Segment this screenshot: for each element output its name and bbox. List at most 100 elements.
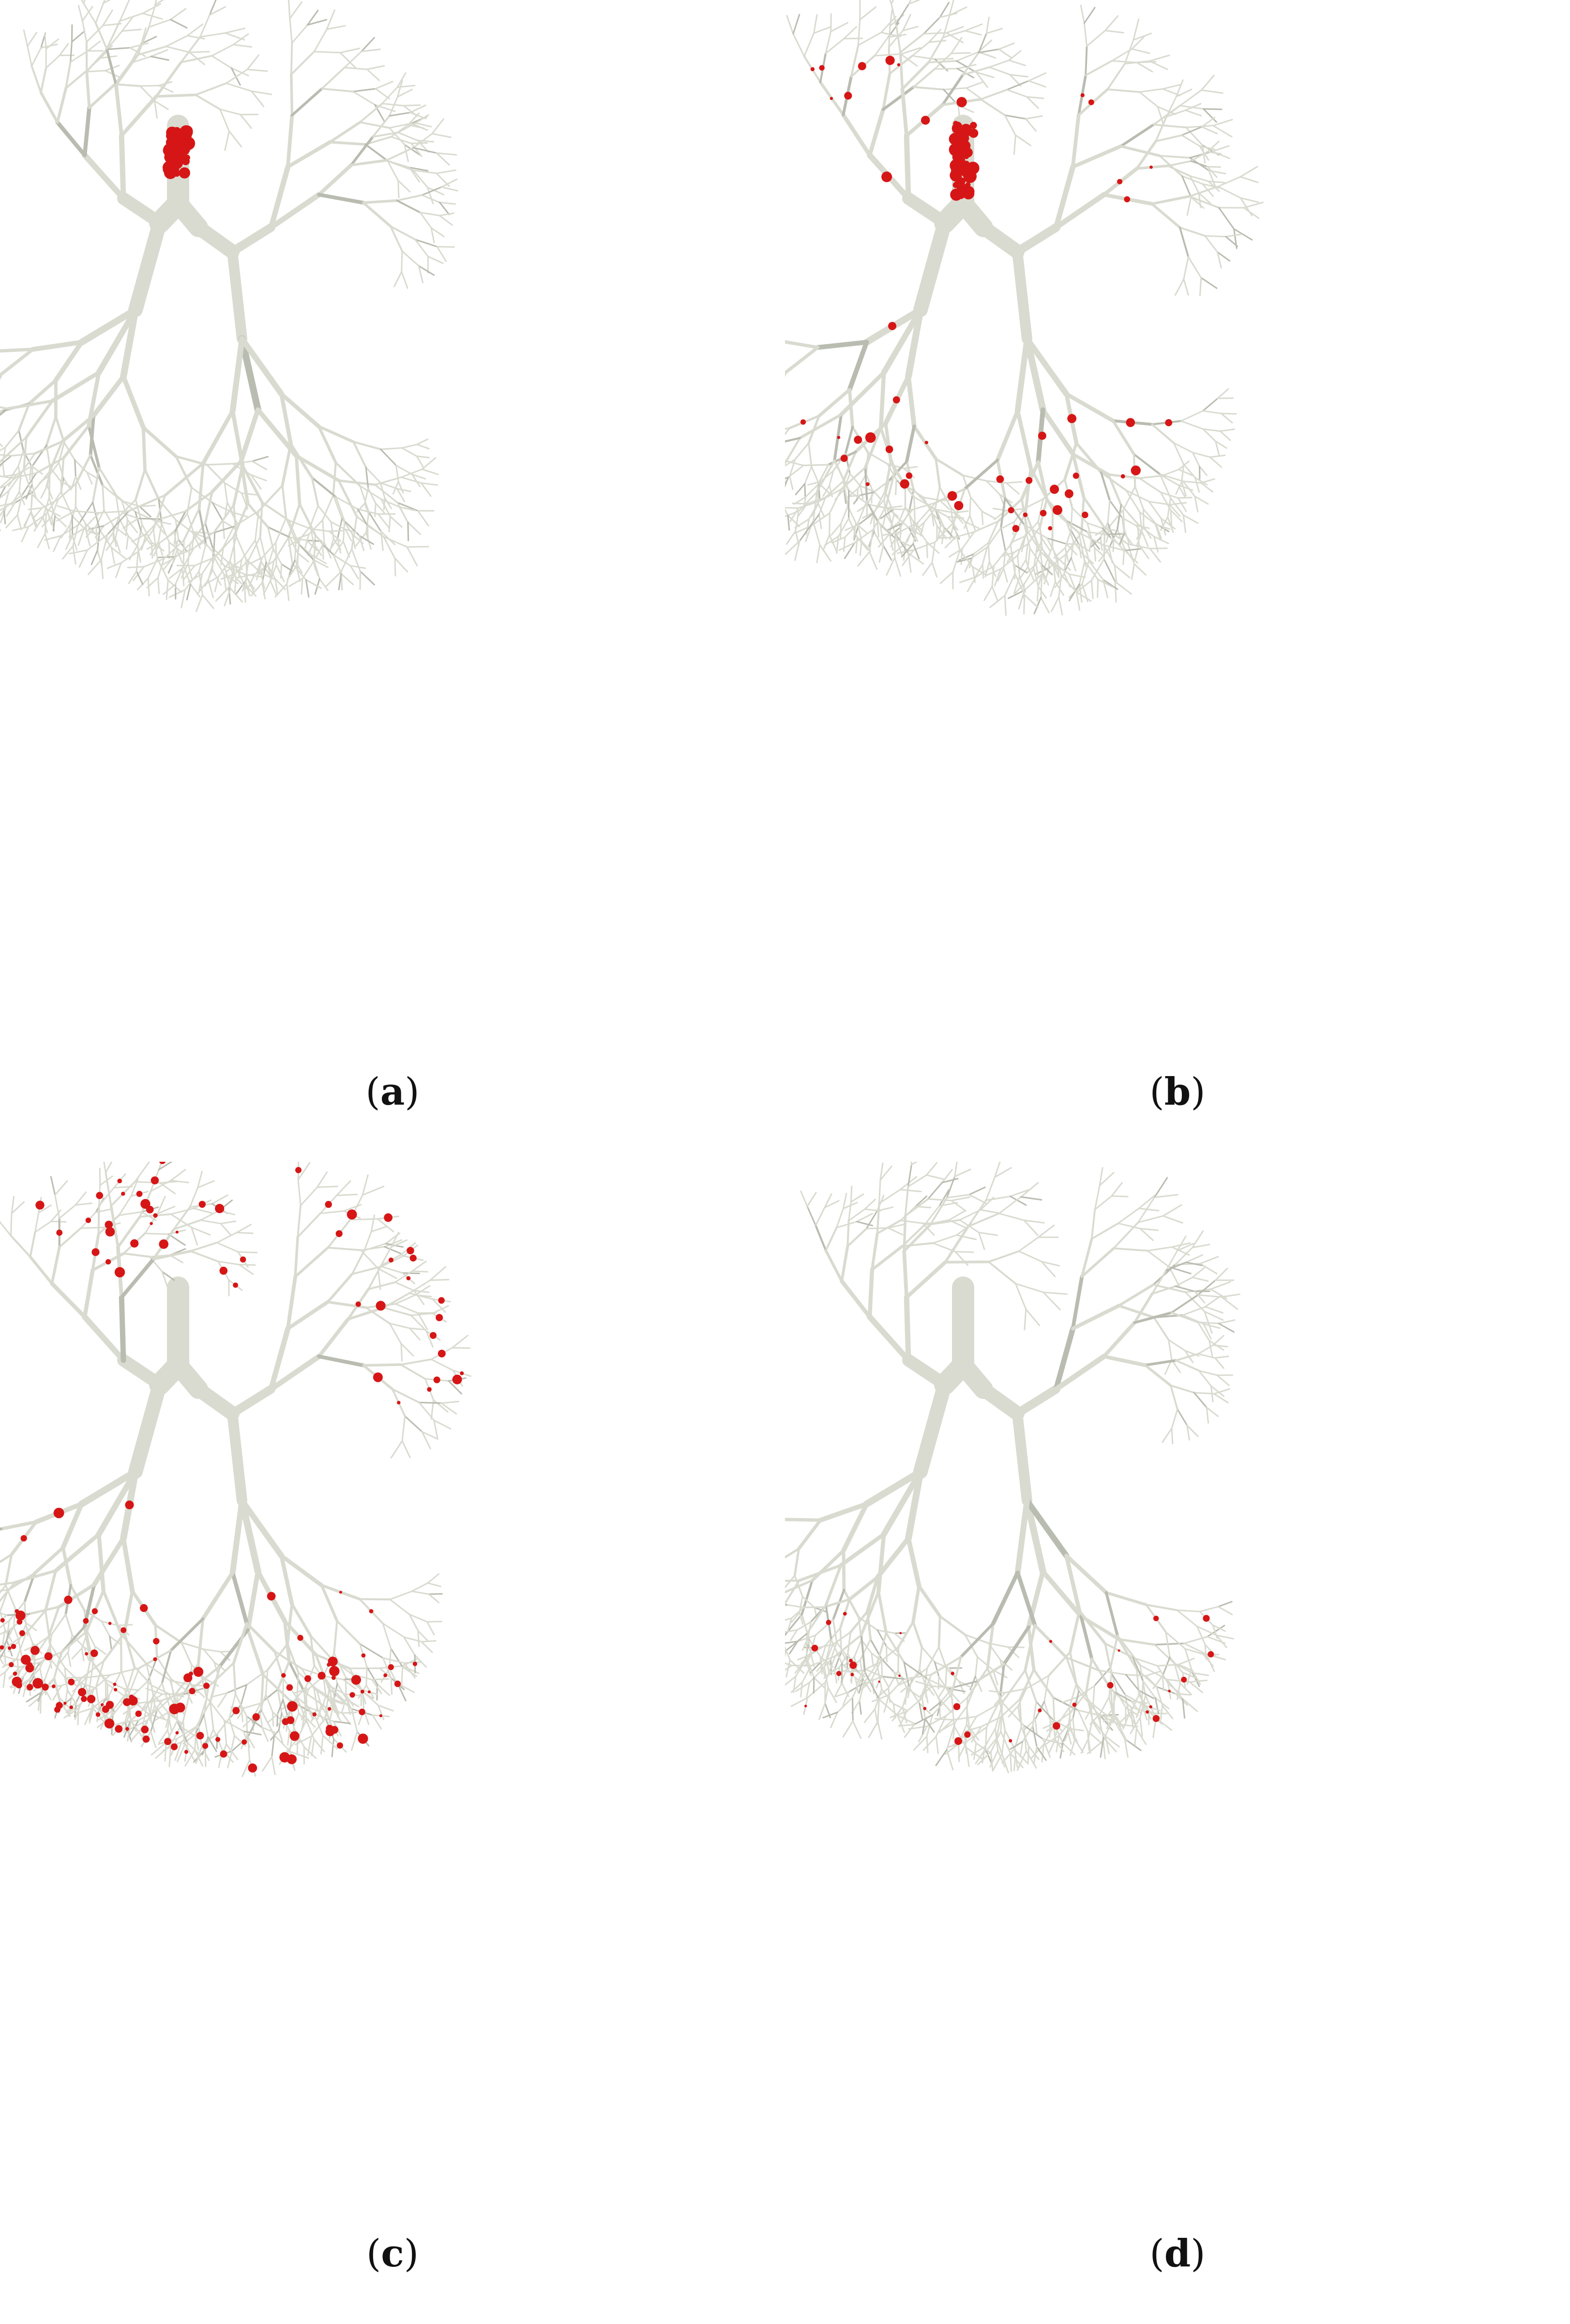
airway-branch: [1175, 481, 1183, 495]
airway-branch: [67, 1651, 72, 1667]
airway-branch: [400, 1343, 403, 1362]
airway-branch: [1057, 556, 1072, 571]
airway-branch: [898, 522, 919, 533]
airway-branch: [296, 1697, 305, 1716]
deposited-particle: [279, 1752, 290, 1763]
airway-branch: [1091, 538, 1100, 550]
airway-branch: [1057, 556, 1060, 577]
airway-branch: [1209, 456, 1222, 468]
deposited-particle: [810, 67, 815, 72]
airway-branch: [795, 1682, 811, 1692]
airway-branch: [48, 471, 51, 499]
airway-branch: [1069, 1728, 1078, 1742]
airway-branch: [232, 33, 249, 46]
airway-branch: [903, 1215, 907, 1253]
deposited-particle: [1153, 1615, 1159, 1622]
deposited-particle: [182, 146, 190, 153]
airway-branch: [1154, 1643, 1176, 1665]
airway-branch: [1052, 1697, 1079, 1711]
airway-branch: [1208, 1340, 1213, 1358]
deposited-particle: [376, 1301, 386, 1311]
deposited-particle: [87, 1695, 96, 1703]
airway-branch: [401, 1665, 420, 1674]
airway-branch: [785, 1629, 798, 1633]
airway-branch: [2, 474, 17, 477]
airway-branch: [977, 1656, 994, 1671]
airway-branch: [927, 36, 944, 63]
airway-branch: [159, 532, 176, 544]
airway-branch: [1023, 594, 1026, 615]
airway-branch: [1148, 501, 1171, 505]
airway-branch: [935, 1749, 948, 1766]
airway-branch: [228, 586, 231, 605]
airway-branch: [389, 1322, 411, 1329]
airway-branch: [224, 130, 230, 151]
airway-branch: [1000, 1731, 1011, 1754]
airway-branch: [1154, 1697, 1160, 1715]
airway-branch: [942, 15, 951, 38]
airway-branch: [16, 494, 23, 516]
airway-branch: [1194, 1291, 1206, 1304]
airway-branch: [1196, 1625, 1217, 1636]
airway-branch: [205, 543, 225, 567]
airway-branch: [1180, 420, 1204, 430]
airway-branch: [206, 1697, 226, 1721]
airway-branch: [874, 36, 889, 57]
deposited-particle: [361, 1653, 366, 1658]
airway-branch: [829, 488, 842, 514]
airway-branch: [928, 29, 942, 43]
airway-branch: [1153, 1194, 1178, 1199]
airway-branch: [794, 442, 810, 460]
airway-branch: [54, 515, 67, 528]
airway-branch: [335, 496, 359, 510]
airway-branch: [189, 1665, 221, 1691]
deposited-particle: [952, 182, 959, 188]
airway-branch: [941, 74, 965, 106]
airway-branch: [211, 55, 232, 69]
airway-branch: [905, 524, 916, 544]
airway-branch: [418, 265, 435, 276]
deposited-particle: [1067, 414, 1077, 424]
airway-branch: [332, 1705, 342, 1722]
airway-branch: [23, 469, 33, 495]
airway-branch: [946, 32, 964, 44]
deposited-particle: [452, 1374, 462, 1384]
airway-branch: [974, 1656, 979, 1677]
airway-branch: [1202, 1653, 1214, 1667]
airway-branch: [10, 453, 36, 457]
airway-branch: [182, 565, 192, 585]
airway-branch: [103, 0, 111, 4]
airway-branch: [121, 374, 146, 430]
airway-branch: [366, 1666, 378, 1685]
airway-branch: [225, 69, 248, 84]
airway-branch: [1113, 537, 1123, 550]
airway-branch: [886, 557, 896, 576]
airway-branch: [164, 1742, 167, 1762]
airway-branch: [385, 147, 414, 162]
airway-branch: [331, 1738, 335, 1757]
airway-branch: [1165, 1250, 1178, 1271]
airway-branch: [1102, 544, 1126, 551]
deposited-particle: [19, 1630, 26, 1636]
airway-branch: [877, 1721, 883, 1740]
deposited-particle: [184, 1750, 188, 1754]
airway-branch: [878, 1179, 881, 1204]
airway-branch: [1071, 113, 1081, 169]
airway-branch: [75, 506, 86, 524]
airway-branch: [1136, 61, 1153, 73]
airway-branch: [859, 540, 862, 556]
airway-branch: [929, 1701, 942, 1712]
airway-branch: [1029, 547, 1042, 565]
airway-branch: [266, 1642, 289, 1671]
airway-branch: [152, 494, 166, 531]
deposited-particle: [100, 1703, 104, 1706]
airway-branch: [998, 1213, 1025, 1221]
airway-branch: [96, 529, 101, 551]
deposited-particle: [106, 1259, 111, 1265]
deposited-particle: [325, 1727, 335, 1736]
airway-branch: [787, 465, 804, 478]
airway-branch: [1124, 549, 1138, 564]
airway-branch: [1097, 1713, 1119, 1725]
airway-branch: [174, 1741, 182, 1761]
airway-branch: [320, 1705, 330, 1719]
